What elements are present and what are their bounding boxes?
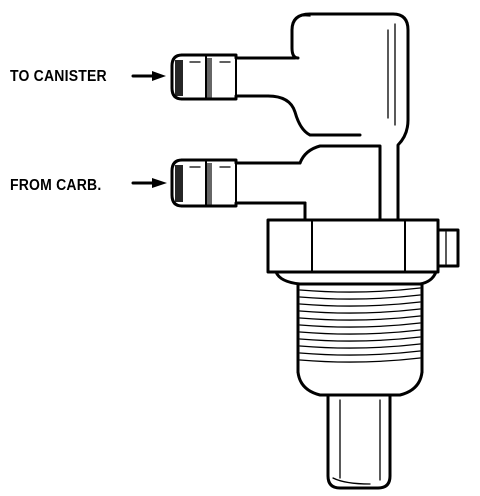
lower-stem bbox=[326, 393, 392, 490]
thread-line bbox=[299, 343, 421, 349]
threaded-section bbox=[296, 282, 424, 397]
thread-line bbox=[299, 294, 421, 300]
arrow-from-carb bbox=[131, 178, 167, 188]
label-from-carb: FROM CARB. bbox=[10, 175, 102, 194]
label-to-canister: TO CANISTER bbox=[10, 66, 107, 85]
thread-line bbox=[299, 329, 421, 335]
hex-nut bbox=[266, 218, 460, 286]
valve-body bbox=[266, 12, 410, 222]
thread-line bbox=[299, 301, 421, 307]
arrow-to-canister bbox=[131, 71, 166, 81]
thread-line bbox=[299, 350, 421, 356]
thread-line bbox=[299, 308, 421, 314]
upper-nipple bbox=[170, 53, 297, 101]
thread-line bbox=[299, 336, 421, 342]
lower-nipple bbox=[170, 158, 307, 208]
thread-line bbox=[299, 315, 421, 321]
thread-line bbox=[299, 322, 421, 328]
thread-line bbox=[299, 287, 421, 293]
thread-line bbox=[299, 357, 421, 363]
